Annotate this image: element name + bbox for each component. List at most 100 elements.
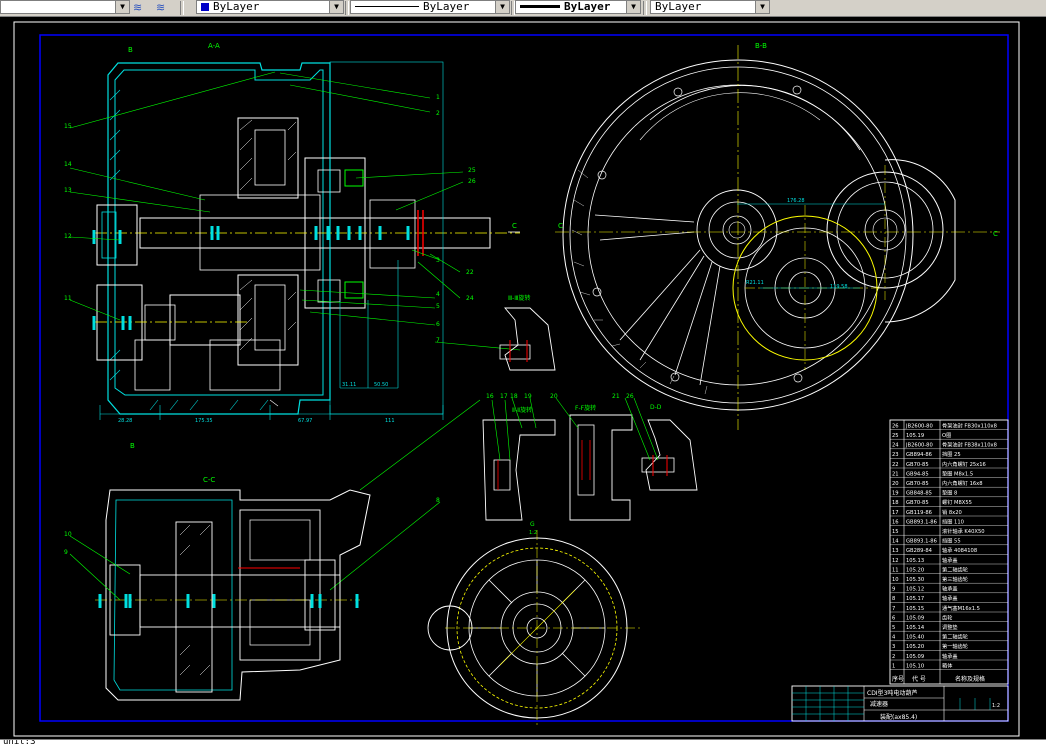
bom-cell-name: 第一轴齿轮	[942, 642, 968, 650]
bom-cell-no: 10	[892, 577, 899, 583]
section-marker-b2: B	[130, 442, 135, 450]
bom-cell-name: 骨架油封 FB38x110x8	[942, 441, 997, 449]
drawing-canvas[interactable]: A-A B B C 31.11 50.50 28.28 175.35 67.97…	[0, 17, 1046, 739]
bom-cell-name: 第三轴齿轮	[942, 575, 968, 583]
bom-cell-code: 105.13	[906, 558, 924, 564]
svg-text:24: 24	[466, 295, 474, 302]
drawing-frame	[39, 34, 1009, 722]
balloons-detail: 16 17 18 19 20 21 26	[486, 393, 634, 400]
svg-text:2: 2	[436, 110, 440, 117]
bom-cell-code: GB848-85	[906, 491, 932, 497]
lineweight-control[interactable]: ByLayer ▼	[515, 0, 641, 14]
bom-cell-no: 1	[892, 663, 895, 669]
dim-text: 31.11	[342, 382, 356, 388]
bom-cell-name: 挡圈 25	[942, 450, 961, 458]
bom-cell-no: 3	[892, 644, 895, 650]
bom-cell-code: GB893.1-86	[906, 519, 937, 525]
svg-text:6: 6	[436, 321, 440, 328]
bom-cell-no: 6	[892, 615, 895, 621]
svg-text:16: 16	[486, 393, 494, 400]
view-g	[427, 530, 640, 725]
svg-text:11: 11	[64, 295, 72, 302]
dim-text: 175.35	[195, 418, 213, 424]
bom-cell-no: 21	[892, 471, 899, 477]
bom-cell-name: 齿轮	[942, 613, 952, 621]
bom-cell-no: 24	[892, 443, 899, 449]
bom-cell-name: 轴承盖	[942, 594, 958, 602]
sheet-border	[13, 21, 1020, 737]
svg-text:14: 14	[64, 161, 72, 168]
bom-cell-code: 105.09	[906, 615, 924, 621]
bom-cell-code: GB70-85	[906, 500, 929, 506]
bom-cell-code: 105.17	[906, 596, 924, 602]
title-subtitle: 减速器	[870, 700, 888, 708]
color-control[interactable]: ByLayer ▼	[196, 0, 344, 14]
bom-cell-code: JB2600-80	[905, 443, 933, 449]
bom-cell-code: GB94-85	[906, 471, 929, 477]
dim-text: 176.28	[787, 198, 805, 204]
svg-text:12: 12	[64, 233, 72, 240]
balloons-aa: 15 14 13 12 11 1 2 25 26 3 22 24 4 5 6 7	[64, 94, 476, 344]
svg-text:26: 26	[626, 393, 634, 400]
svg-text:15: 15	[64, 123, 72, 130]
bom-cell-no: 4	[892, 635, 896, 641]
linetype-control[interactable]: ByLayer ▼	[350, 0, 510, 14]
bom-cell-name: O圈	[942, 432, 951, 439]
bom-cell-no: 15	[892, 529, 899, 535]
title-project: CDI型3吨电动葫芦	[867, 689, 917, 697]
bom-cell-code: GB893.1-86	[906, 539, 937, 545]
lineweight-sample-icon	[520, 5, 560, 8]
dim-text: 28.28	[118, 418, 132, 424]
svg-text:19: 19	[524, 393, 532, 400]
bom-cell-no: 14	[892, 539, 899, 545]
chevron-down-icon[interactable]: ▼	[755, 1, 769, 13]
bom-cell-no: 9	[892, 587, 895, 593]
toolbar-separator	[180, 1, 184, 15]
plotstyle-control-value: ByLayer	[655, 0, 702, 13]
bom-cell-code: 105.30	[906, 577, 924, 583]
bom-cell-code: JB2600-80	[905, 423, 933, 429]
bom-cell-no: 11	[892, 567, 899, 573]
svg-text:5: 5	[436, 303, 440, 310]
bom-cell-code: 105.10	[906, 663, 924, 669]
bom-cell-no: 20	[892, 481, 899, 487]
bom-cell-no: 26	[892, 423, 899, 429]
bom-cell-code: 105.15	[906, 606, 924, 612]
section-cc-view	[95, 489, 371, 701]
dim-text: R21.11	[746, 280, 764, 286]
svg-text:25: 25	[468, 167, 476, 174]
chevron-down-icon[interactable]: ▼	[115, 1, 129, 13]
svg-text:3: 3	[436, 257, 440, 264]
bom-cell-code: 105.12	[906, 587, 924, 593]
bom-header-name: 名称及规格	[955, 675, 985, 683]
dim-text: 67.97	[298, 418, 312, 424]
bom-cell-no: 8	[892, 596, 895, 602]
section-bb-label: B-B	[755, 42, 767, 50]
plotstyle-control[interactable]: ByLayer ▼	[650, 0, 770, 14]
bom-cell-code: 105.40	[906, 635, 924, 641]
balloons-cc: 10 9 8	[64, 497, 440, 556]
detail-label: Ⅲ-Ⅲ旋转	[508, 294, 530, 302]
bom-cell-code: GB119-86	[906, 510, 932, 516]
section-aa-view	[92, 61, 520, 420]
bom-header-seq: 序号	[892, 675, 904, 683]
bom-cell-no: 7	[892, 606, 895, 612]
layer-previous-icon[interactable]: ≋	[156, 1, 166, 14]
leader-lines-aa	[69, 71, 521, 351]
title-scale: 1:2	[992, 703, 1000, 709]
chevron-down-icon[interactable]: ▼	[495, 1, 509, 13]
command-line-text: unit:3	[3, 739, 36, 747]
dim-text: 119.58	[830, 284, 848, 290]
chevron-down-icon[interactable]: ▼	[626, 1, 640, 13]
svg-text:22: 22	[466, 269, 474, 276]
previous-control[interactable]: ▼	[0, 0, 130, 14]
layer-stack-icon[interactable]: ≋	[133, 1, 143, 14]
chevron-down-icon[interactable]: ▼	[329, 1, 343, 13]
svg-text:9: 9	[64, 549, 68, 556]
detail-label: F-F旋转	[575, 404, 596, 412]
bom-cell-name: 滚针轴承 K40X50	[942, 527, 985, 535]
bom-cell-name: 第二轴齿轮	[942, 565, 968, 573]
command-line[interactable]: unit:3	[0, 739, 1046, 748]
toolbar-separator	[643, 1, 647, 15]
bom-cell-code: 105.14	[906, 625, 925, 631]
